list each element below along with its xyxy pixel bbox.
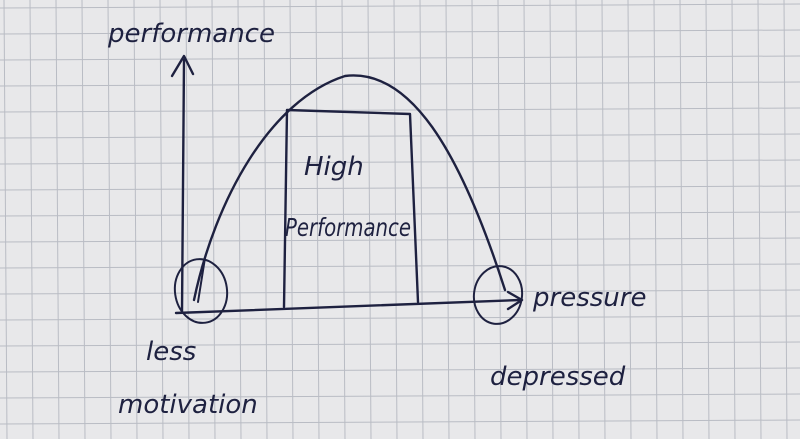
- grid-line-vertical: [705, 0, 710, 439]
- grid-line-vertical: [81, 0, 86, 439]
- high-performance-box: [282, 108, 420, 309]
- right-end-label: depressed: [490, 362, 626, 392]
- grid-line-horizontal: [0, 393, 800, 399]
- y-axis: [170, 54, 195, 314]
- y-axis-arrowhead: [170, 54, 195, 78]
- grid-line-vertical: [757, 0, 762, 439]
- grid-line-horizontal: [0, 81, 800, 87]
- grid-line-horizontal: [0, 133, 800, 139]
- grid-line-vertical: [523, 0, 528, 439]
- x-axis-label: pressure: [532, 283, 646, 313]
- grid-line-vertical: [133, 0, 138, 439]
- grid-line-vertical: [731, 0, 736, 439]
- grid-line-vertical: [289, 0, 294, 439]
- left-end-label-line1: less: [146, 337, 196, 367]
- performance-curve: [192, 74, 507, 302]
- grid-line-horizontal: [0, 107, 800, 113]
- grid-line-vertical: [55, 0, 60, 439]
- grid-line-horizontal: [0, 185, 800, 191]
- x-axis-line: [174, 298, 522, 315]
- curve-left-tail: [197, 257, 206, 303]
- grid-line-vertical: [679, 0, 684, 439]
- grid-line-vertical: [575, 0, 580, 439]
- grid-line-horizontal: [0, 341, 800, 347]
- left-end-label-line2: motivation: [118, 390, 258, 420]
- depressed-circle: [472, 265, 524, 325]
- grid-line-horizontal: [0, 55, 800, 61]
- grid-line-vertical: [315, 0, 320, 439]
- grid-line-vertical: [445, 0, 450, 439]
- grid-line-vertical: [471, 0, 476, 439]
- box-label-line1: High: [304, 152, 364, 182]
- grid-line-horizontal: [0, 419, 800, 425]
- grid-line-vertical: [367, 0, 372, 439]
- grid-line-horizontal: [0, 367, 800, 373]
- grid-line-vertical: [29, 0, 34, 439]
- grid-line-vertical: [3, 0, 8, 439]
- grid-line-horizontal: [0, 29, 800, 35]
- grid-line-vertical: [497, 0, 502, 439]
- grid-line-vertical: [393, 0, 398, 439]
- grid-line-vertical: [653, 0, 658, 439]
- grid-line-horizontal: [0, 289, 800, 295]
- grid-line-vertical: [549, 0, 554, 439]
- grid-line-vertical: [107, 0, 112, 439]
- grid-line-vertical: [341, 0, 346, 439]
- grid-line-vertical: [211, 0, 216, 439]
- grid-line-vertical: [783, 0, 788, 439]
- grid-line-horizontal: [0, 211, 800, 217]
- less-motivation-circle: [173, 258, 229, 324]
- grid-line-horizontal: [0, 237, 800, 243]
- grid-line-vertical: [263, 0, 268, 439]
- y-axis-line: [180, 58, 186, 314]
- grid-line-horizontal: [0, 263, 800, 269]
- grid-line-vertical: [185, 0, 190, 439]
- grid-line-vertical: [237, 0, 242, 439]
- box-label-line2: Performance: [285, 213, 411, 242]
- y-axis-label: performance: [107, 19, 275, 49]
- grid-line-horizontal: [0, 3, 800, 9]
- grid-line-vertical: [601, 0, 606, 439]
- grid-line-vertical: [627, 0, 632, 439]
- grid-line-vertical: [419, 0, 424, 439]
- grid-line-horizontal: [0, 159, 800, 165]
- grid-line-horizontal: [0, 315, 800, 321]
- grid-line-vertical: [159, 0, 164, 439]
